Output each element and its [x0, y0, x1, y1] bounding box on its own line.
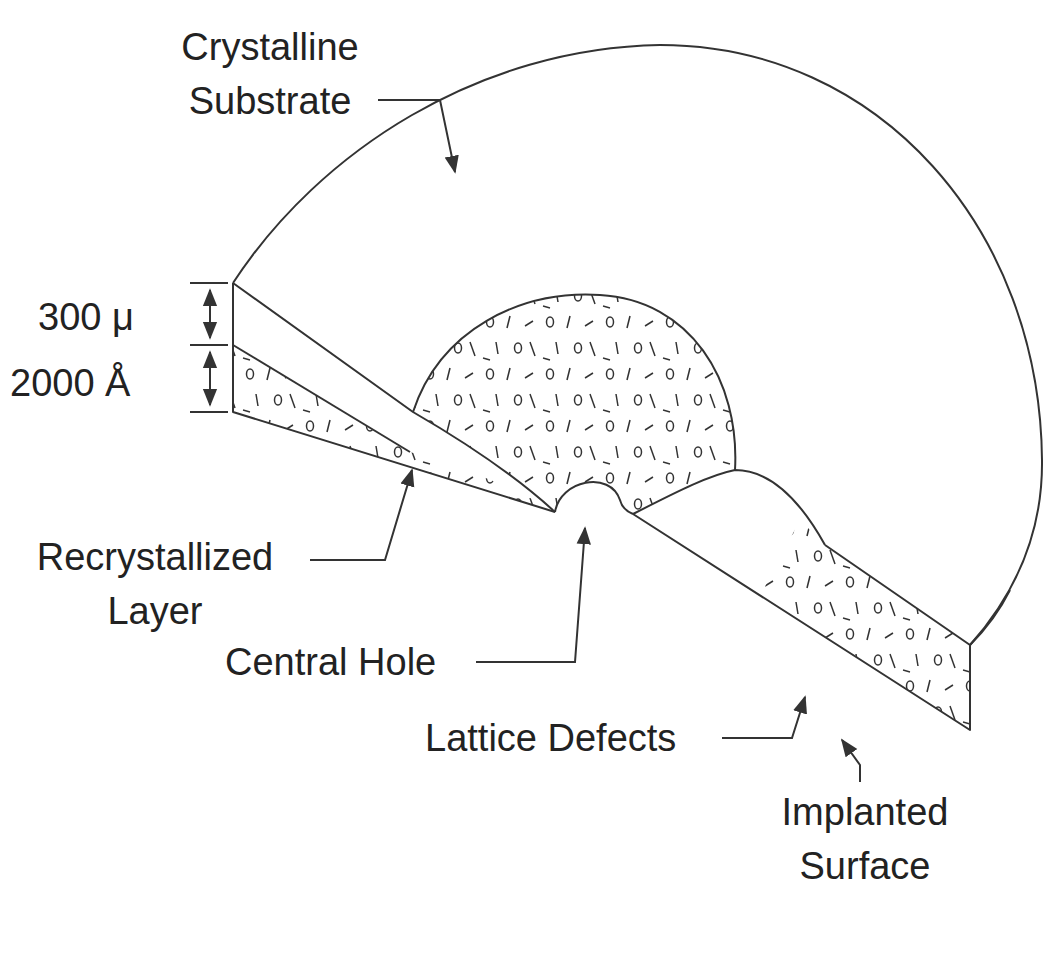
dimension-label: 2000 Å: [10, 356, 130, 410]
wafer-outline: [233, 45, 1042, 730]
rim-edge: [970, 590, 1010, 645]
dimension-marks: [190, 283, 228, 412]
part-label: Lattice Defects: [425, 711, 676, 765]
wafer-rim: [233, 45, 1042, 645]
part-label: Crystalline Substrate: [140, 20, 400, 128]
part-label: Central Hole: [225, 635, 436, 689]
right-cut-face: [633, 514, 970, 730]
dimension-label: 300 μ: [38, 290, 134, 344]
dome-texture: [413, 295, 735, 514]
part-label: Recrystallized Layer: [10, 530, 300, 638]
right-layer-texture: [760, 520, 970, 730]
part-label: Implanted Surface: [750, 785, 980, 893]
